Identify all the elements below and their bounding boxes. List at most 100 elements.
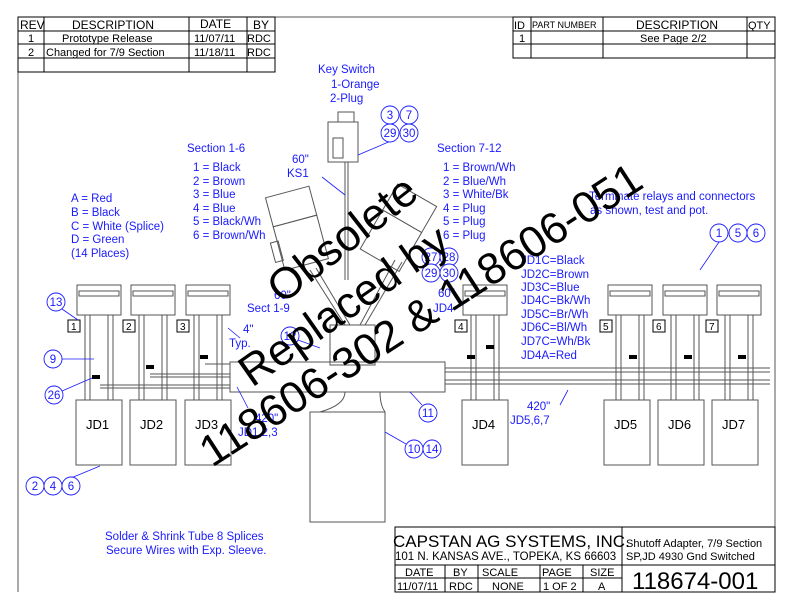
top-connectors — [76, 284, 762, 316]
note-line: 5 = Black/Wh — [193, 216, 261, 228]
typ-length: 4" — [243, 324, 253, 336]
sect-length: 60" — [274, 290, 291, 302]
leader-line — [409, 391, 423, 406]
sect-label: Sect 1-9 — [247, 303, 290, 315]
note-line: 1-Orange — [331, 79, 380, 91]
ks1-label: KS1 — [287, 168, 309, 180]
balloon-number: 29 — [425, 268, 438, 280]
rev-date-cell: 11/18/11 — [194, 47, 235, 59]
note-line: 6 = Plug — [443, 230, 486, 242]
note-line: JD4A=Red — [521, 350, 577, 362]
rev-desc-cell: Prototype Release — [62, 33, 153, 45]
jd-label: JD3 — [195, 417, 218, 432]
jd4-label: JD4 — [433, 303, 454, 315]
note-line: Terminate relays and connectors — [589, 191, 755, 203]
relay-wires — [309, 259, 403, 366]
jd-label: JD7 — [722, 417, 745, 432]
section-tag: 2 — [126, 322, 132, 333]
jd-label: JD1 — [86, 417, 109, 432]
qty-header: QTY — [748, 20, 771, 32]
length-notes: 60" KS1 60" Sect 1-9 60" JD4 4" Typ. 420… — [227, 154, 569, 439]
by-header: BY — [253, 18, 269, 32]
note-line: JD6C=Bl/Wh — [521, 322, 587, 334]
section-tag: 1 — [71, 322, 77, 333]
balloon-number: 11 — [422, 408, 434, 420]
key-switch-note: Key Switch 1-Orange 2-Plug — [318, 64, 380, 105]
section-tag: 7 — [709, 322, 715, 333]
section-tag: 3 — [180, 322, 186, 333]
solder-note: Solder & Shrink Tube 8 Splices Secure Wi… — [105, 531, 266, 557]
jd-label: JD6 — [668, 417, 691, 432]
note-line: 2 = Brown — [193, 176, 245, 188]
balloon-number: 5 — [735, 228, 741, 240]
typ-label: Typ. — [229, 338, 251, 350]
balloon-number: 3 — [387, 110, 393, 122]
balloon-circle — [280, 326, 300, 346]
note-line: D = Green — [71, 234, 124, 246]
note-line: JD1C=Black — [521, 255, 585, 267]
parts-description-header: DESCRIPTION — [636, 18, 718, 32]
tb-value: RDC — [449, 581, 473, 593]
note-line: Section 1-6 — [187, 143, 245, 155]
balloon-number: 30 — [443, 268, 456, 280]
balloon-circle — [746, 223, 766, 243]
balloon-circle — [399, 123, 419, 143]
note-line: 2 = Blue/Wh — [443, 176, 506, 188]
balloon-number: 27 — [425, 252, 438, 264]
jd-label: JD4 — [472, 417, 495, 432]
balloon-circle — [44, 385, 64, 405]
tb-value: 11/07/11 — [397, 581, 438, 593]
parts-table: ID PART NUMBER DESCRIPTION QTY 1 See Pag… — [512, 16, 776, 59]
balloon-circle — [418, 403, 438, 423]
balloon-number: 14 — [426, 444, 439, 456]
note-line: 1 = Black — [193, 162, 241, 174]
rev-cell: 1 — [28, 33, 34, 45]
jd123-length: 420" — [255, 413, 278, 425]
part-number: 118674-001 — [632, 568, 758, 595]
note-line: Section 7-12 — [437, 143, 502, 155]
rev-cell: 2 — [28, 47, 34, 59]
description-header: DESCRIPTION — [72, 18, 154, 32]
note-line: Key Switch — [318, 64, 375, 76]
balloon-number: 9 — [50, 354, 56, 366]
section-1-6-note: Section 1-6 1 = Black 2 = Brown 3 = Blue… — [187, 143, 266, 242]
balloon-circle — [422, 439, 442, 459]
note-line: Solder & Shrink Tube 8 Splices — [105, 531, 264, 543]
date-header: DATE — [200, 17, 231, 31]
revision-table: REV DESCRIPTION DATE BY 1 Prototype Rele… — [17, 16, 276, 73]
section-7-12-note: Section 7-12 1 = Brown/Wh 2 = Blue/Wh 3 … — [437, 143, 516, 242]
balloon-number: 10 — [408, 444, 421, 456]
balloon-number: 7 — [406, 110, 412, 122]
note-line: 3 = White/Bk — [443, 189, 509, 201]
tb-header: DATE — [405, 567, 434, 579]
note-line: JD2C=Brown — [521, 269, 589, 281]
balloon-number: 1 — [716, 228, 722, 240]
enclosure — [309, 411, 386, 523]
jd567-length: 420" — [527, 401, 550, 413]
balloon-number: 28 — [443, 252, 456, 264]
note-line: 4 = Plug — [443, 203, 486, 215]
leader-line — [699, 241, 720, 271]
note-line: B = Black — [71, 207, 120, 219]
tb-value: A — [598, 581, 606, 593]
note-line: A = Red — [71, 193, 112, 205]
note-line: 2-Plug — [330, 93, 363, 105]
tb-header: SCALE — [482, 567, 518, 579]
leader-line — [61, 308, 79, 321]
jd4-length: 60" — [438, 288, 455, 300]
note-line: as shown, test and pot. — [590, 205, 708, 217]
tb-value: 1 OF 2 — [543, 581, 577, 593]
balloon-number: 12 — [284, 331, 297, 343]
balloon-number: 13 — [50, 297, 63, 309]
company-name: CAPSTAN AG SYSTEMS, INC. — [393, 532, 630, 551]
rev-by-cell: RDC — [247, 47, 271, 59]
balloon-number: 2 — [32, 481, 38, 493]
balloon-number: 6 — [68, 481, 74, 493]
balloon-number: 4 — [50, 481, 57, 493]
balloon-circle — [439, 263, 459, 283]
tb-header: BY — [453, 567, 468, 579]
jd123-label: JD1,2,3 — [238, 427, 278, 439]
note-line: Secure Wires with Exp. Sleeve. — [106, 545, 266, 557]
